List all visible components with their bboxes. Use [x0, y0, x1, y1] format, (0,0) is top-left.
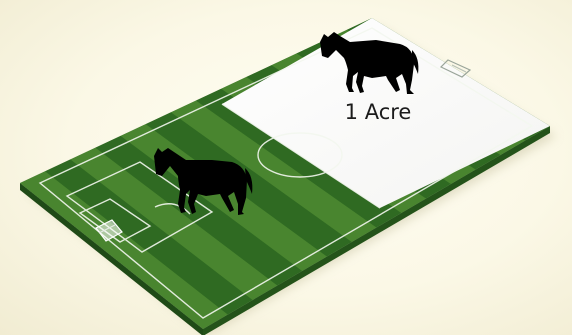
acre-label: 1 Acre — [345, 100, 412, 124]
